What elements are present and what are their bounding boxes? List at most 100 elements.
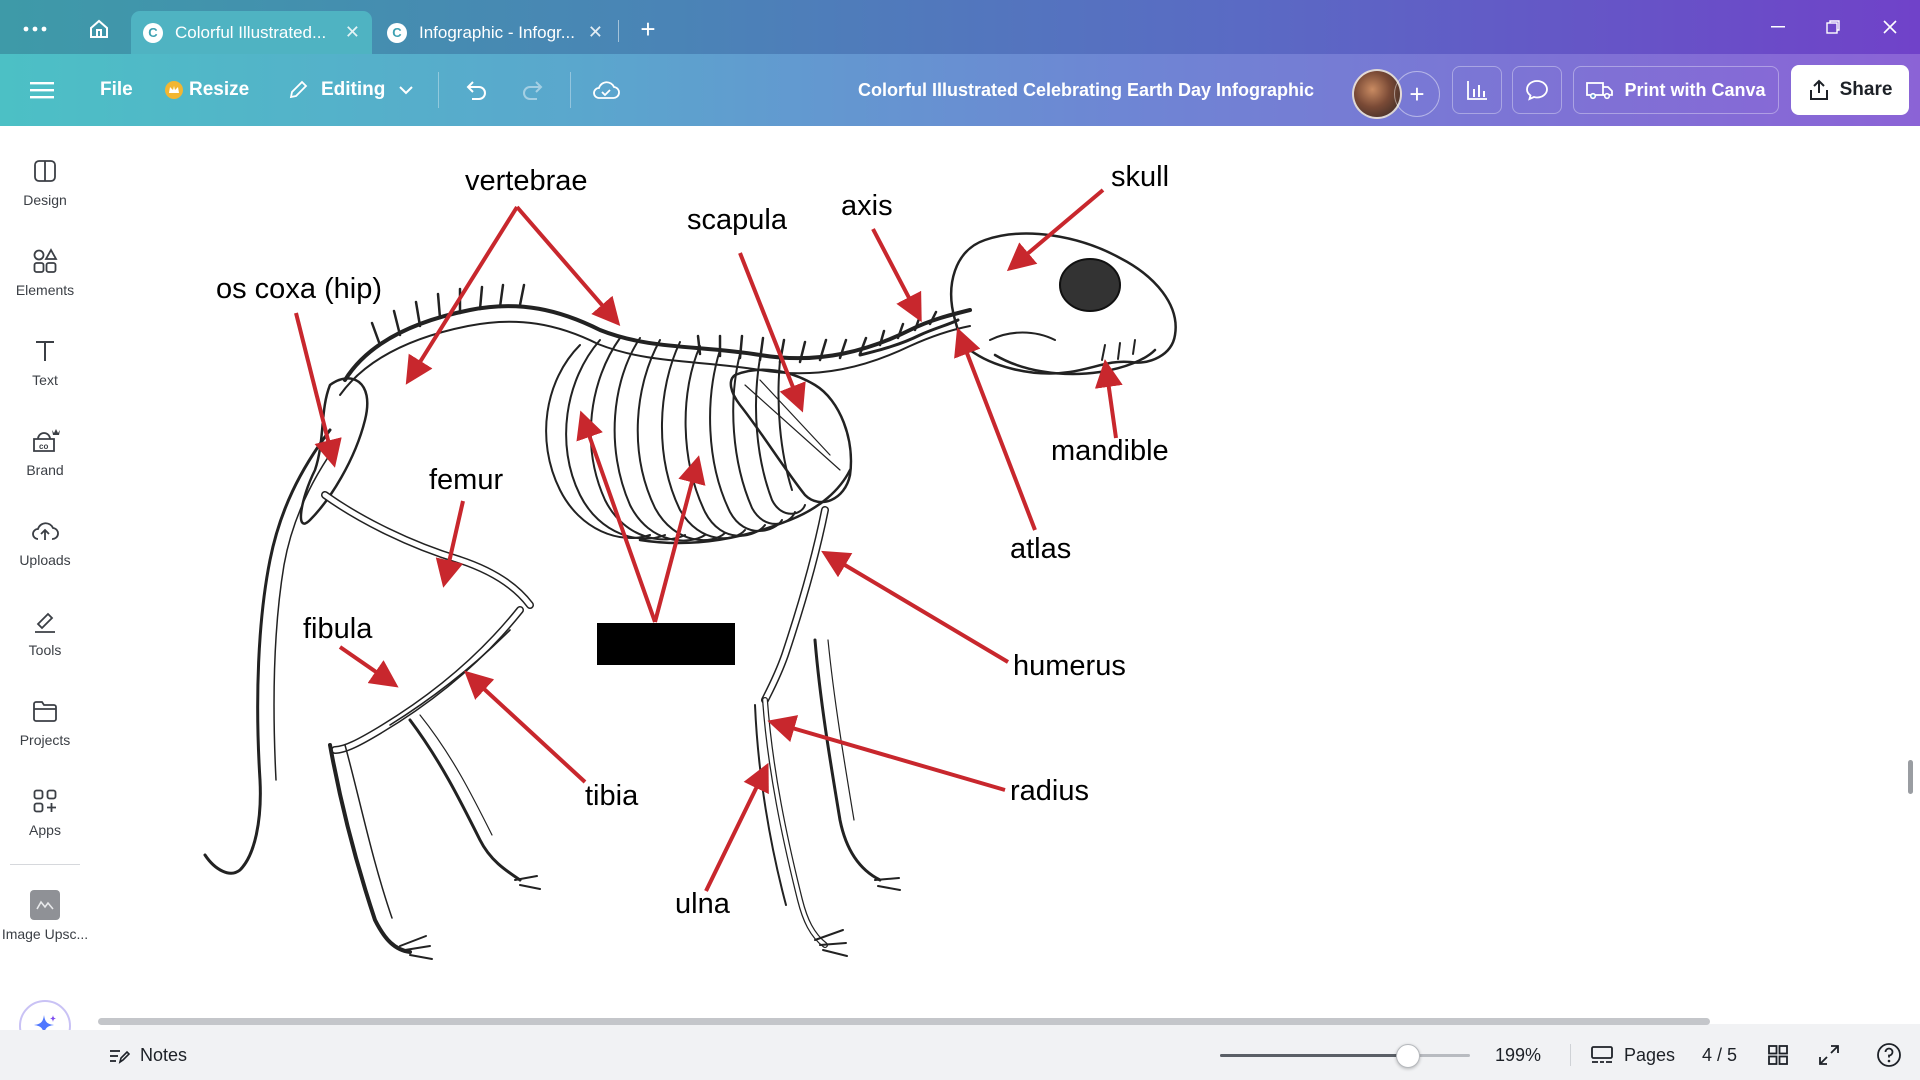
sparkle-icon <box>34 1015 56 1035</box>
label-scapula: scapula <box>687 204 788 236</box>
browser-tab-active[interactable]: C Colorful Illustrated... ✕ <box>131 11 372 54</box>
home-icon[interactable] <box>82 12 116 46</box>
editor-toolbar: File Resize Editing Colorful Illustrated… <box>0 54 1920 126</box>
undo-icon[interactable] <box>463 54 489 126</box>
minimize-icon[interactable] <box>1758 12 1798 42</box>
comment-icon[interactable] <box>1512 66 1562 114</box>
sidebar-item-apps[interactable]: Apps <box>0 786 90 838</box>
cloud-saved-icon[interactable] <box>592 54 620 126</box>
close-tab-icon[interactable]: ✕ <box>587 22 603 42</box>
arrow-radius <box>767 715 1006 792</box>
print-label: Print with Canva <box>1624 79 1766 100</box>
vertical-scrollbar[interactable] <box>1908 760 1913 794</box>
bottom-status-bar: Notes 199% Pages 4 / 5 <box>0 1030 1920 1080</box>
elements-icon <box>30 246 60 276</box>
tab-divider <box>618 20 619 42</box>
sidebar-item-brand[interactable]: co Brand <box>0 426 90 478</box>
print-with-canva-button[interactable]: Print with Canva <box>1573 66 1779 114</box>
arrow-redacted-right <box>653 455 706 623</box>
pages-icon <box>1590 1045 1614 1065</box>
redo-icon[interactable] <box>520 54 546 126</box>
sidebar-item-label: Design <box>23 192 67 208</box>
redaction-box <box>597 623 735 665</box>
pages-button[interactable]: Pages <box>1590 1030 1675 1080</box>
zoom-level[interactable]: 199% <box>1495 1044 1542 1065</box>
sidebar-item-label: Apps <box>29 822 61 838</box>
arrow-fibula <box>338 645 399 688</box>
label-tibia: tibia <box>585 780 639 812</box>
browser-tab-strip: C Colorful Illustrated... ✕ C Infographi… <box>0 0 1920 54</box>
sidebar-item-image-upscaler[interactable]: Image Upsc... <box>0 890 90 942</box>
cat-skeleton-drawing <box>203 232 1177 960</box>
share-label: Share <box>1839 79 1893 100</box>
arrow-redacted-left <box>576 410 657 623</box>
arrow-os-coxa <box>294 312 342 468</box>
horizontal-scrollbar[interactable] <box>98 1018 1710 1025</box>
left-sidebar: Design Elements Text co Brand Uploads To… <box>0 126 120 1080</box>
editing-label: Editing <box>321 79 386 100</box>
hamburger-menu-icon[interactable] <box>30 54 54 126</box>
notes-icon <box>108 1045 130 1065</box>
tab-title: Infographic - Infogr... <box>419 22 575 42</box>
insights-chart-icon[interactable] <box>1452 66 1502 114</box>
share-button[interactable]: Share <box>1791 65 1909 115</box>
brand-icon: co <box>30 426 60 456</box>
resize-label: Resize <box>189 79 250 100</box>
document-title[interactable]: Colorful Illustrated Celebrating Earth D… <box>858 79 1315 100</box>
file-menu-button[interactable]: File <box>100 79 133 100</box>
apps-icon <box>30 786 60 816</box>
sidebar-item-label: Uploads <box>19 552 71 568</box>
arrow-skull <box>1006 188 1105 272</box>
editing-mode-dropdown[interactable]: Editing <box>287 54 414 126</box>
tools-icon <box>30 606 60 636</box>
arrow-tibia <box>464 670 587 784</box>
grid-view-icon[interactable] <box>1767 1030 1789 1080</box>
invite-collaborator-button[interactable]: + <box>1394 71 1440 117</box>
arrow-axis <box>871 228 922 323</box>
close-tab-icon[interactable]: ✕ <box>344 22 360 42</box>
new-tab-icon[interactable]: + <box>640 13 656 44</box>
label-femur: femur <box>429 464 503 496</box>
canva-favicon-icon: C <box>143 22 163 43</box>
pencil-icon <box>287 79 309 101</box>
svg-text:co: co <box>39 442 48 451</box>
label-humerus: humerus <box>1013 650 1126 682</box>
sidebar-divider <box>10 864 80 865</box>
canva-favicon-icon: C <box>387 22 407 43</box>
chevron-down-icon <box>399 85 414 95</box>
zoom-slider-handle[interactable] <box>1396 1044 1420 1068</box>
label-radius: radius <box>1010 775 1089 807</box>
sidebar-item-design[interactable]: Design <box>0 156 90 208</box>
design-canvas[interactable]: vertebrae scapula axis skull os coxa (hi… <box>120 126 1920 1024</box>
text-icon <box>30 336 60 366</box>
uploads-icon <box>30 516 60 546</box>
zoom-slider[interactable] <box>1220 1044 1470 1068</box>
browser-tab[interactable]: C Infographic - Infogr... ✕ <box>375 11 615 54</box>
notes-label: Notes <box>140 1044 188 1065</box>
resize-button[interactable]: Resize <box>165 54 249 126</box>
page-counter[interactable]: 4 / 5 <box>1702 1044 1738 1065</box>
restore-icon[interactable] <box>1813 12 1853 42</box>
sidebar-item-label: Projects <box>19 732 71 748</box>
label-ulna: ulna <box>675 888 731 920</box>
arrow-vertebrae-left <box>405 205 519 385</box>
notes-button[interactable]: Notes <box>108 1030 187 1080</box>
sidebar-item-tools[interactable]: Tools <box>0 606 90 658</box>
sidebar-item-projects[interactable]: Projects <box>0 696 90 748</box>
sidebar-item-uploads[interactable]: Uploads <box>0 516 90 568</box>
arrow-scapula <box>738 252 806 413</box>
label-axis: axis <box>841 190 893 222</box>
avatar[interactable] <box>1352 69 1402 119</box>
image-upscaler-icon <box>30 890 60 920</box>
label-atlas: atlas <box>1010 533 1071 565</box>
fullscreen-icon[interactable] <box>1818 1030 1840 1080</box>
sidebar-item-label: Image Upsc... <box>1 926 89 942</box>
arrow-ulna <box>704 762 769 892</box>
sidebar-item-elements[interactable]: Elements <box>0 246 90 298</box>
sidebar-item-text[interactable]: Text <box>0 336 90 388</box>
crown-icon <box>165 81 183 99</box>
help-icon[interactable] <box>1876 1030 1902 1080</box>
browser-menu-icon[interactable] <box>18 12 52 46</box>
close-window-icon[interactable] <box>1870 12 1910 42</box>
pointer-arrows <box>294 188 1123 892</box>
